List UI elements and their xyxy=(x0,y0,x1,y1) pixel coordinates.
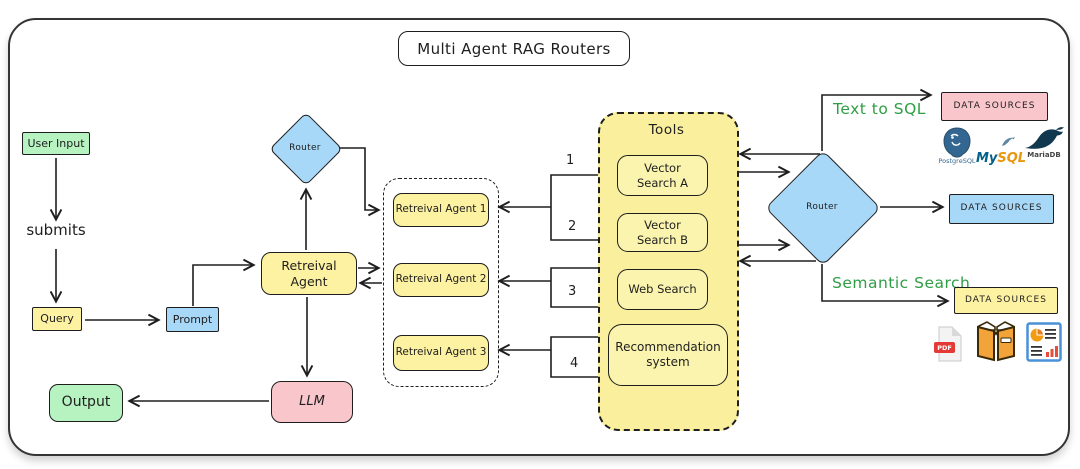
vector-search-b-line1: Vector xyxy=(644,218,681,233)
postgresql-caption: PostgreSQL xyxy=(938,157,976,165)
user-input-node: User Input xyxy=(22,132,90,155)
prompt-node: Prompt xyxy=(166,307,219,332)
text-to-sql-label: Text to SQL xyxy=(833,100,926,118)
pdf-icon: PDF xyxy=(934,326,963,362)
diagram-title: Multi Agent RAG Routers xyxy=(398,31,630,66)
arrow-semantic-datasources xyxy=(821,264,947,301)
report-chart-icon xyxy=(1026,322,1062,362)
vector-search-a-line2: Search A xyxy=(636,175,689,190)
recommendation-line2: system xyxy=(646,355,690,369)
vector-search-a-line1: Vector xyxy=(644,161,681,176)
data-sources-semantic-node: DATA SOURCES xyxy=(954,287,1058,314)
tool-number-1: 1 xyxy=(566,153,575,168)
vector-search-b-line2: Search B xyxy=(636,232,689,247)
recommendation-line1: Recommendation xyxy=(615,340,721,354)
semantic-search-label: Semantic Search xyxy=(832,274,971,292)
router-left-label: Router xyxy=(289,143,321,153)
bracket-3 xyxy=(550,267,598,308)
retrieval-agent-2-node: Retreival Agent 2 xyxy=(393,263,489,297)
arrow-router-agents xyxy=(340,147,378,210)
tools-title: Tools xyxy=(648,122,685,138)
mysql-icon: MySQL xyxy=(975,137,1027,166)
output-node: Output xyxy=(49,384,123,422)
data-sources-mid-node: DATA SOURCES xyxy=(949,194,1054,224)
vector-search-a-node: Vector Search A xyxy=(617,155,708,196)
mariadb-icon: MariaDB xyxy=(1020,126,1068,159)
tool-number-2: 2 xyxy=(568,219,577,234)
submits-label: submits xyxy=(26,221,86,239)
mysql-my-text: My xyxy=(975,151,998,166)
arrow-prompt-agent xyxy=(192,265,253,306)
retrieval-agent-3-node: Retreival Agent 3 xyxy=(393,335,489,371)
retrieval-agent-node: Retreival Agent xyxy=(261,252,357,295)
router-right-label: Router xyxy=(806,202,838,212)
bracket-4 xyxy=(550,336,598,378)
retrieval-agent-1-node: Retreival Agent 1 xyxy=(393,193,489,227)
postgresql-icon: PostgreSQL xyxy=(936,126,978,165)
arrow-texttosql-datasources xyxy=(821,95,930,151)
recommendation-system-node: Recommendation system xyxy=(608,324,728,386)
pdf-badge-label: PDF xyxy=(934,342,955,353)
data-sources-sql-node: DATA SOURCES xyxy=(941,92,1048,121)
web-search-node: Web Search xyxy=(617,269,708,310)
book-icon xyxy=(972,319,1020,365)
outer-frame xyxy=(8,18,1070,456)
mariadb-caption: MariaDB xyxy=(1027,151,1061,159)
query-node: Query xyxy=(32,307,82,331)
llm-node: LLM xyxy=(271,381,353,423)
vector-search-b-node: Vector Search B xyxy=(617,213,708,252)
tool-number-3: 3 xyxy=(568,284,577,299)
mysql-sql-text: SQL xyxy=(997,151,1027,166)
tool-number-4: 4 xyxy=(570,356,579,371)
